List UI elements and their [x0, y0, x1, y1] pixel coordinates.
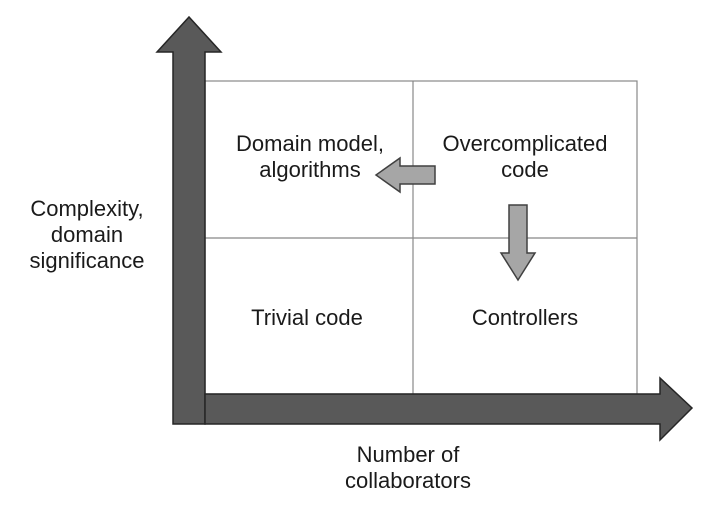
quadrant-label-top-left-line-1: Domain model, [236, 131, 384, 156]
y-axis-label: Complexity, domain significance [12, 196, 162, 274]
quadrant-label-top-right-line-1: Overcomplicated [442, 131, 608, 156]
quadrant-label-bottom-left: Trivial code [251, 305, 363, 330]
y-axis-label-line-1: Complexity, [30, 196, 144, 221]
quadrant-label-top-right-line-2: code [501, 157, 549, 182]
x-axis-arrow [204, 376, 694, 442]
y-axis-label-line-2: domain [50, 222, 124, 247]
quadrant-label-top-right: Overcomplicated code [414, 131, 636, 183]
x-axis-label-line-2: collaborators [345, 468, 471, 493]
x-axis-label: Number of collaborators [308, 442, 508, 494]
quadrant-grid [204, 80, 638, 395]
quadrant-label-bottom-right: Controllers [471, 305, 579, 330]
y-axis-label-line-3: significance [29, 248, 145, 273]
x-axis-label-line-1: Number of [356, 442, 460, 467]
down-shift-arrow [499, 204, 537, 282]
quadrant-label-top-left-line-2: algorithms [259, 157, 361, 182]
quadrant-label-top-left: Domain model, algorithms [210, 131, 410, 183]
y-axis-arrow [155, 15, 223, 425]
left-shift-arrow [374, 156, 436, 194]
